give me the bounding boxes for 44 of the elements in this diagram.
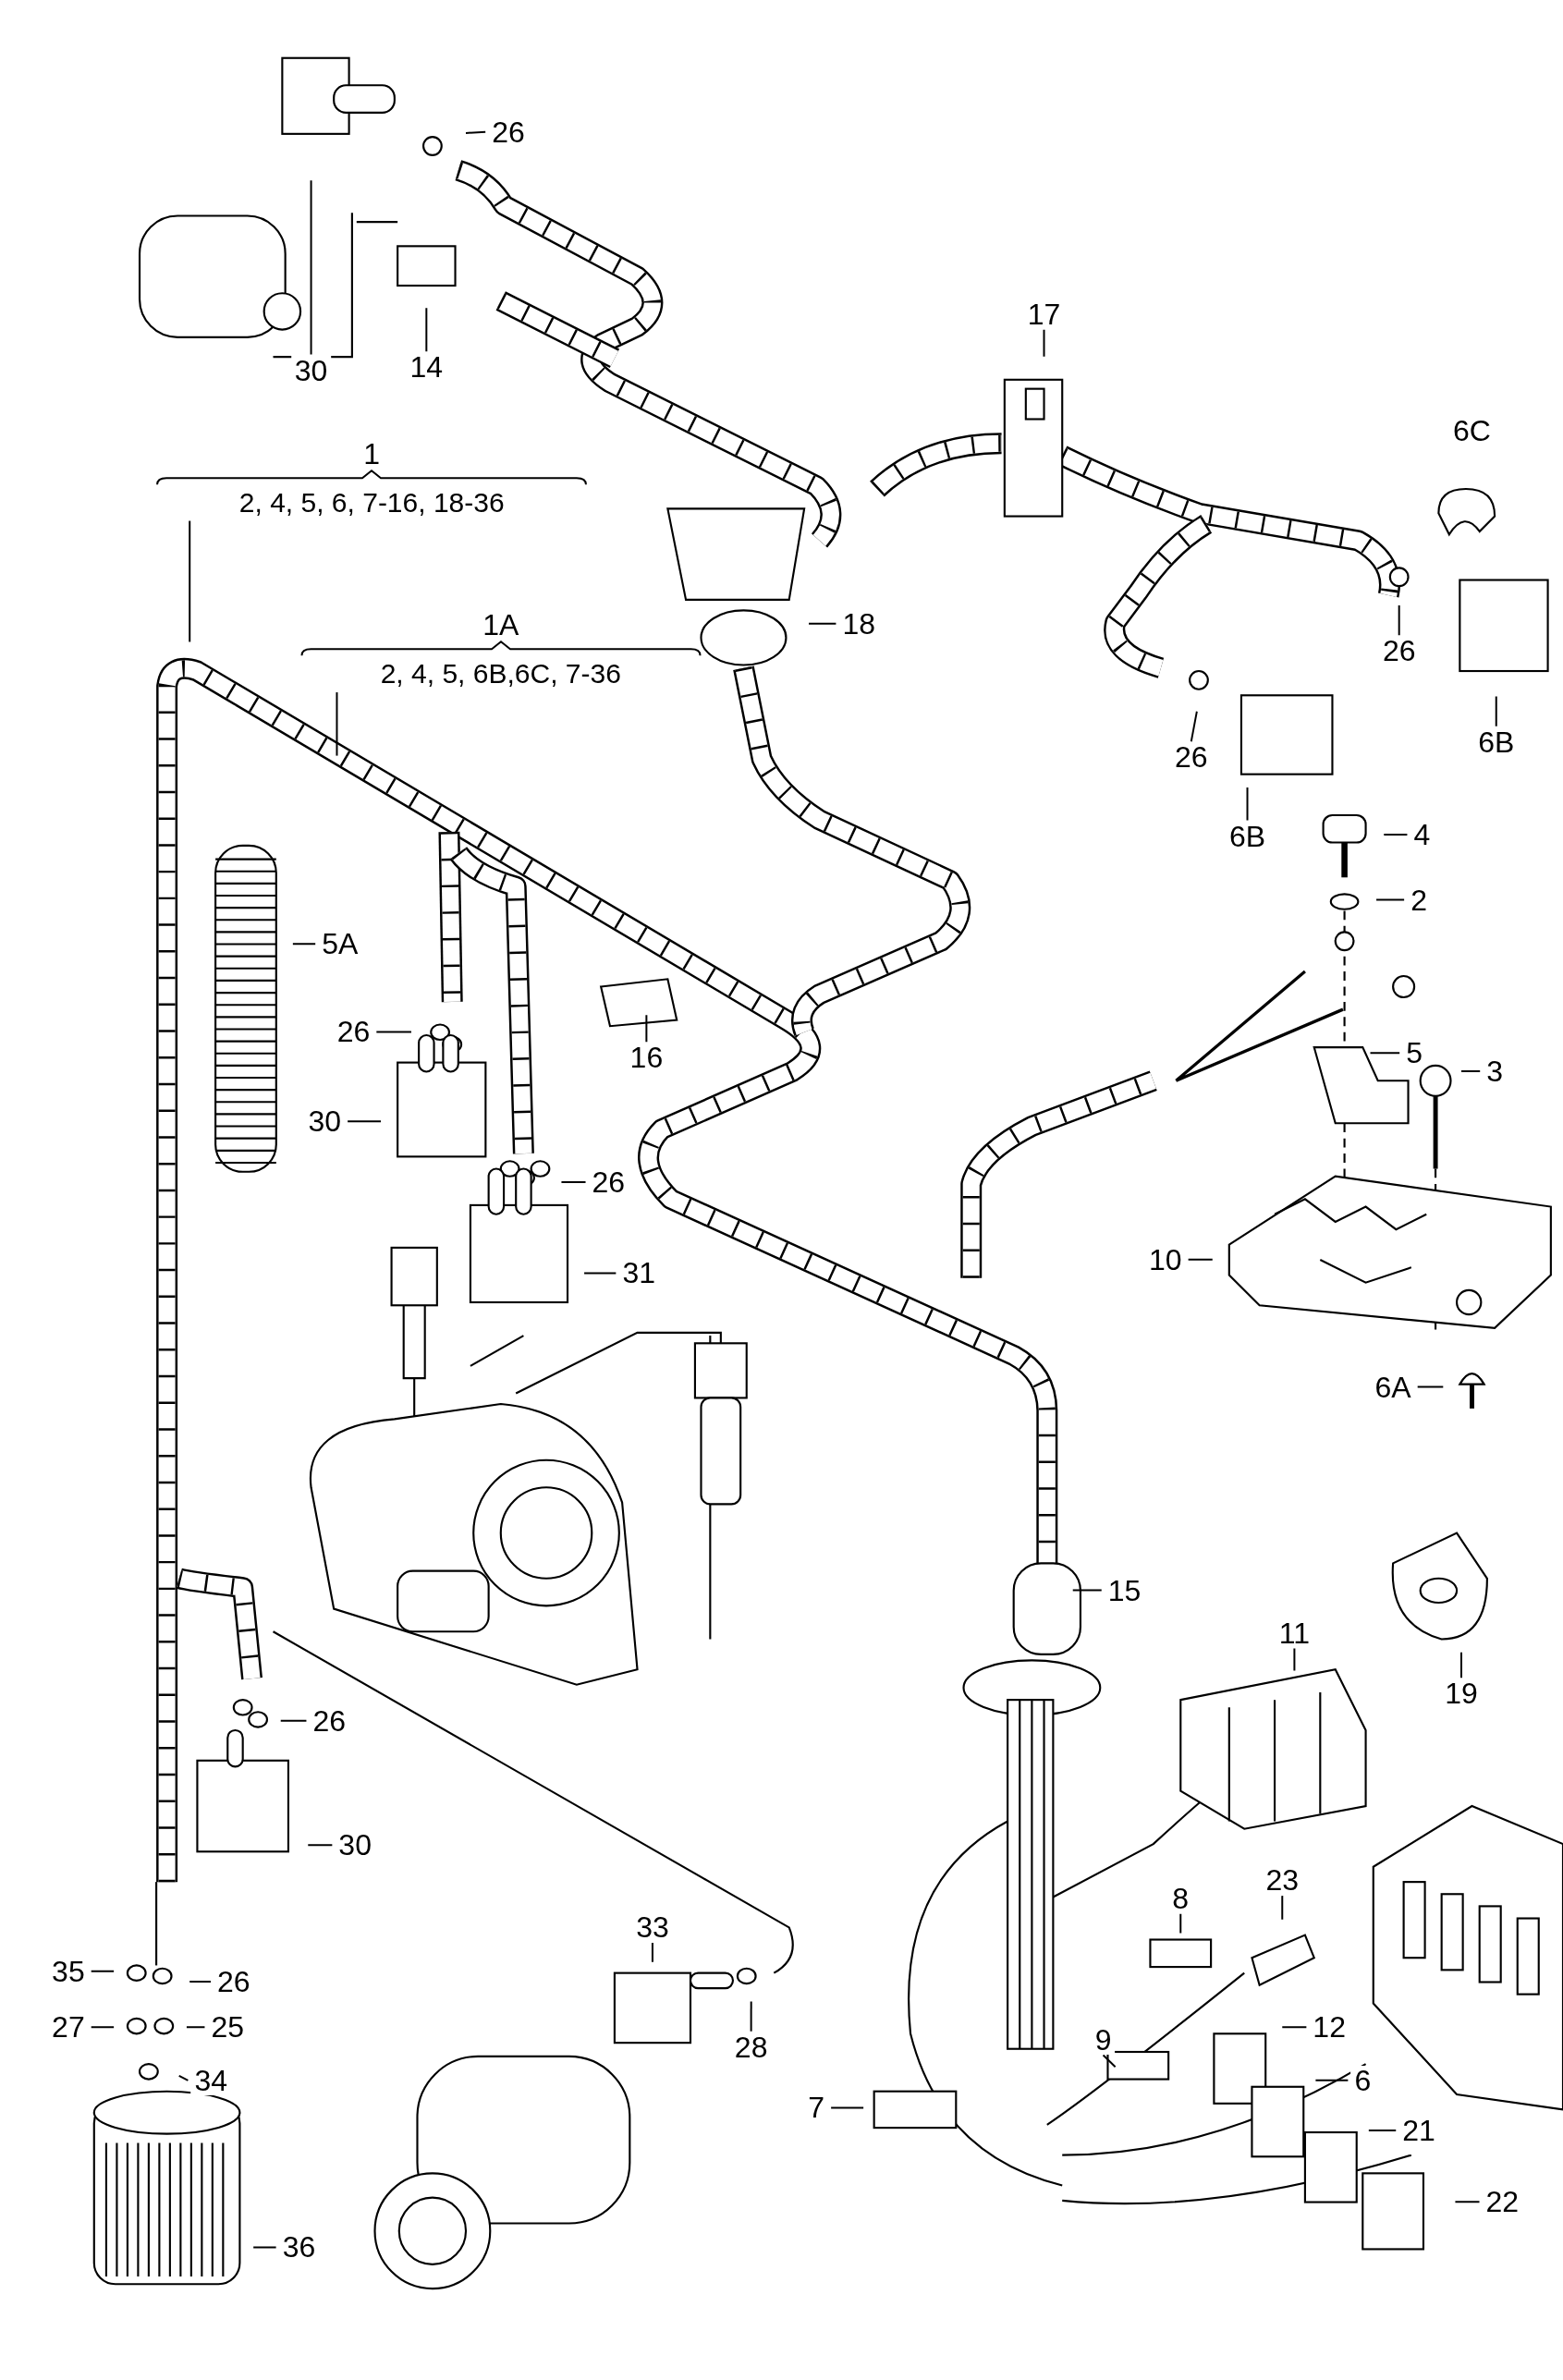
leader-line (291, 943, 317, 946)
leader-line (465, 130, 487, 134)
leader-line (1190, 710, 1198, 743)
leader-line (177, 2074, 189, 2081)
leader-line (1071, 1589, 1103, 1592)
leader-line (560, 1180, 587, 1183)
leader-line (1367, 2130, 1398, 2131)
leader-line (189, 519, 191, 643)
leader-line (583, 1272, 617, 1275)
leader-line (347, 1120, 383, 1123)
leader-line (830, 2106, 865, 2109)
leader-line (336, 691, 338, 757)
leader-line (1246, 787, 1249, 822)
leader-line (279, 1719, 308, 1722)
leader-line (808, 622, 837, 625)
leader-line (1369, 1052, 1401, 1055)
leader-line (90, 2026, 116, 2029)
leader-line (1495, 695, 1497, 727)
leader-line (1281, 2026, 1308, 2029)
leader-line (1375, 898, 1406, 901)
leader-line (1383, 833, 1409, 836)
leader-line (252, 2246, 277, 2249)
leader-line (425, 307, 428, 353)
leader-line (307, 1844, 334, 1847)
leader-line (645, 1014, 648, 1044)
leader-line (750, 2000, 752, 2032)
leader-line (1460, 1651, 1462, 1679)
leader-line (1179, 1912, 1182, 1935)
leader-line (375, 1031, 412, 1033)
leader-line (1281, 1895, 1284, 1921)
leader-line (1293, 1647, 1296, 1672)
leader-line (1102, 2054, 1117, 2069)
leader-line (189, 1981, 213, 1983)
leader-line (651, 1942, 653, 1963)
leader-line (1454, 2201, 1481, 2203)
leader-line (1416, 1385, 1445, 1388)
leader-line (1043, 328, 1045, 358)
leader-line (1187, 1258, 1214, 1261)
leader-line (310, 179, 312, 356)
leader-line (1314, 2079, 1349, 2081)
leader-line (185, 2026, 206, 2029)
leader-line (90, 1970, 116, 1972)
leader-line (1460, 1070, 1482, 1073)
leader-line (1398, 604, 1400, 637)
